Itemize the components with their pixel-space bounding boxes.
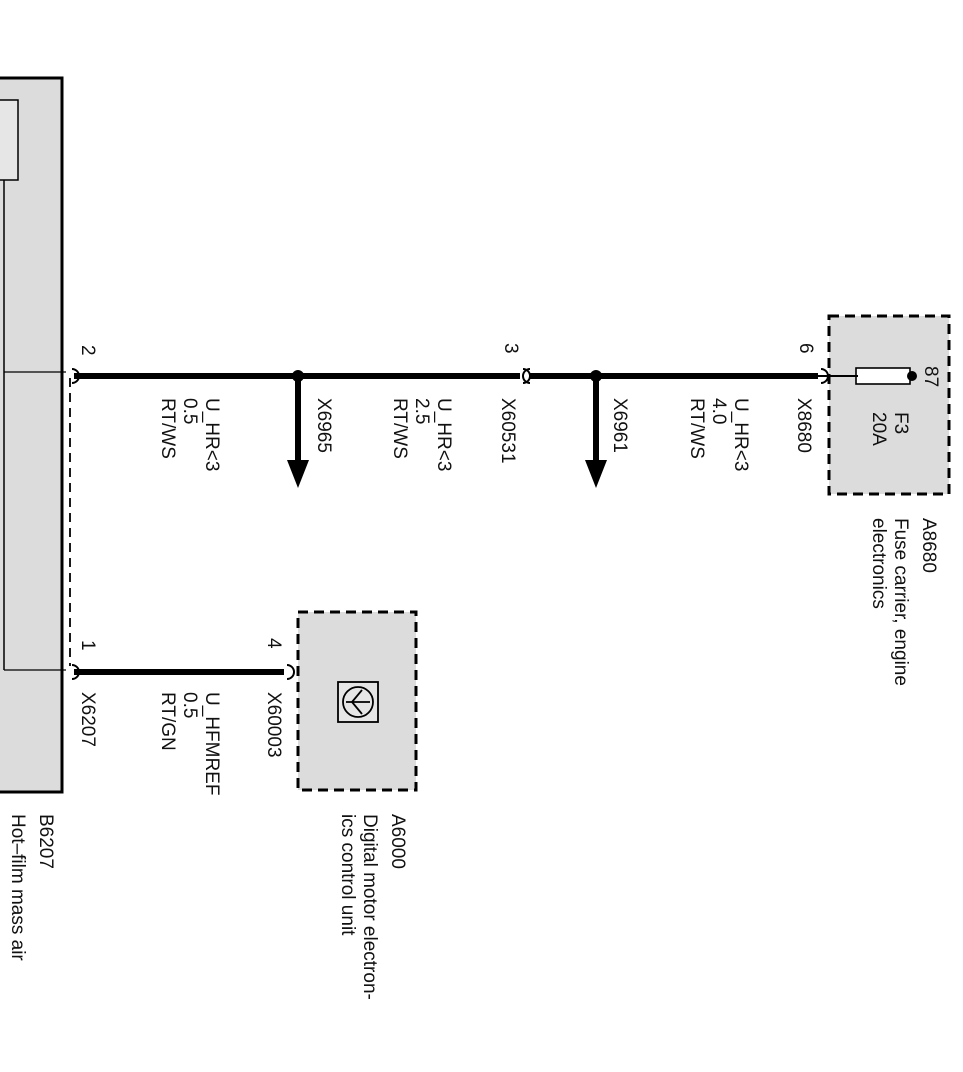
wire-w3-color: RT/WS	[686, 398, 707, 459]
wire-w2-signal: U_HR<3	[433, 398, 454, 471]
b6207-ref: B6207	[35, 814, 56, 869]
pin-number-2: 2	[77, 345, 98, 356]
splice-arrow-icon	[287, 460, 309, 488]
connector-label-x8680: X8680	[793, 398, 814, 453]
connector-label-x6207: X6207	[77, 692, 98, 747]
wire-w1-color: RT/WS	[157, 398, 178, 459]
splice-x6961	[585, 370, 607, 488]
connector-x60531-fork-2	[522, 368, 531, 384]
connector-x6207-pin1-fork	[71, 664, 80, 680]
connector-x6207-pin2-fork	[71, 368, 80, 384]
wire-u-hr	[71, 368, 858, 384]
fuse-rating: 20A	[868, 412, 889, 446]
wire-w2-color: RT/WS	[389, 398, 410, 459]
fuse-terminal-dot	[907, 371, 917, 381]
a8680-component	[827, 314, 951, 496]
a8680-name-line2: electronics	[868, 518, 889, 609]
connector-x8680-fork	[820, 368, 829, 384]
transistor-icon-emitter	[351, 689, 363, 703]
pin-number-1: 1	[77, 640, 98, 651]
pin-number-4: 4	[263, 638, 284, 649]
transistor-icon	[342, 686, 374, 718]
wire-w3-signal: U_HR<3	[730, 398, 751, 471]
splice-x6965	[287, 370, 309, 488]
pin-number-6: 6	[795, 343, 816, 354]
wire-w1-size: 0.5	[179, 398, 200, 424]
wire-w4-signal: U_HFMREF	[201, 692, 222, 795]
b6207-name: Hot–film mass air	[7, 814, 28, 961]
fuse-f3-symbol	[855, 367, 911, 385]
b6207-housing	[0, 76, 64, 794]
wire-u-hfmref	[71, 664, 295, 680]
wire-w4-color: RT/GN	[157, 692, 178, 751]
b6207-component	[0, 76, 71, 794]
wire-w4-size: 0.5	[179, 692, 200, 718]
a6000-name-line2: ics control unit	[337, 814, 358, 936]
splice-arrow-icon	[585, 460, 607, 488]
a8680-housing	[827, 314, 951, 496]
connector-label-x6961: X6961	[609, 398, 630, 453]
a6000-name-line1: Digital motor electron-	[359, 814, 380, 1000]
a8680-name-line1: Fuse carrier, engine	[890, 518, 911, 686]
wire-w3-size: 4.0	[708, 398, 729, 424]
pin-number-3: 3	[500, 343, 521, 354]
connector-label-x60003: X60003	[263, 692, 284, 758]
transistor-icon-collector	[351, 701, 363, 715]
connector-label-x60531: X60531	[497, 398, 518, 464]
fuse-id: F3	[890, 412, 911, 434]
wire-w1-signal: U_HR<3	[201, 398, 222, 471]
fuse-pin-87: 87	[920, 366, 941, 387]
b6207-inner-block	[0, 99, 19, 181]
a6000-ref: A6000	[387, 814, 408, 869]
a6000-component	[296, 610, 418, 792]
wire-w2-size: 2.5	[411, 398, 432, 424]
connector-x60003-fork	[286, 664, 295, 680]
connector-x60531-fork	[522, 368, 531, 384]
connector-label-x6965: X6965	[313, 398, 334, 453]
a8680-ref: A8680	[918, 518, 939, 573]
